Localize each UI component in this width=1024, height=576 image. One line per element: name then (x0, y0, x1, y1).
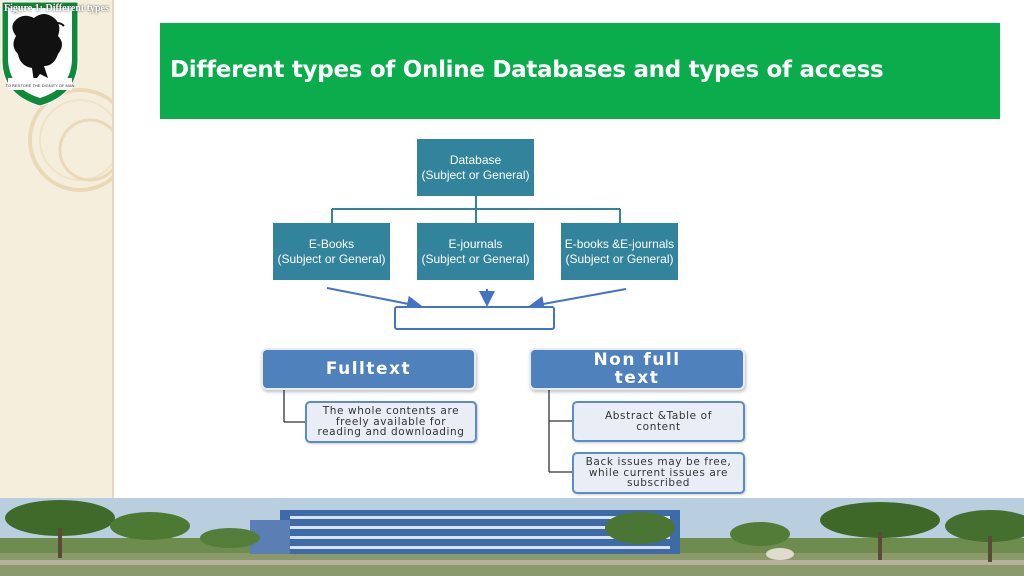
ebooks-node-title: E-Books (308, 236, 355, 251)
back-issues-detail-text: Back issues may be free, while current i… (585, 456, 732, 490)
arrows-to-access-types (326, 287, 627, 312)
campus-photo (0, 498, 1024, 576)
fulltext-bracket (283, 390, 305, 423)
crest-motto: TO RESTORE THE DIGNITY OF MAN (6, 83, 75, 88)
ebooks-ejournals-node-title: E-books &E-journals (564, 236, 675, 251)
empty-collector-box (394, 306, 555, 330)
fulltext-detail-box: The whole contents are freely available … (305, 401, 477, 443)
ebooks-node-subtitle: (Subject or General) (277, 251, 386, 266)
fulltext-box: Fulltext (261, 348, 476, 390)
university-crest-icon: TO RESTORE THE DIGNITY OF MAN (1, 1, 79, 107)
arrow-left (326, 287, 423, 312)
fulltext-detail-text: The whole contents are freely available … (317, 405, 465, 439)
campus-photo-drawing (0, 498, 1024, 576)
ejournals-node-title: E-journals (448, 236, 503, 251)
nonfulltext-bracket (548, 390, 572, 473)
database-node: Database (Subject or General) (417, 139, 534, 196)
figure-caption: Figure 1: Different types (4, 3, 109, 14)
left-divider-line (112, 0, 114, 500)
ejournals-node-subtitle: (Subject or General) (421, 251, 530, 266)
ejournals-node: E-journals (Subject or General) (417, 223, 534, 280)
database-node-title: Database (449, 152, 502, 167)
abstract-detail-box: Abstract &Table of content (572, 401, 745, 442)
fulltext-heading: Fulltext (325, 359, 412, 379)
ebooks-ejournals-node-subtitle: (Subject or General) (565, 251, 674, 266)
back-issues-detail-box: Back issues may be free, while current i… (572, 452, 745, 494)
non-fulltext-heading: Non full text (593, 350, 681, 388)
non-fulltext-box: Non full text (529, 348, 745, 390)
database-node-subtitle: (Subject or General) (421, 167, 530, 182)
abstract-detail-text: Abstract &Table of content (604, 410, 712, 433)
slide-title: Different types of Online Databases and … (170, 57, 884, 83)
arrow-right (528, 288, 627, 312)
ebooks-ejournals-node: E-books &E-journals (Subject or General) (561, 223, 678, 280)
tree-connector (331, 196, 621, 223)
ebooks-node: E-Books (Subject or General) (273, 223, 390, 280)
title-banner: Different types of Online Databases and … (160, 23, 1000, 119)
